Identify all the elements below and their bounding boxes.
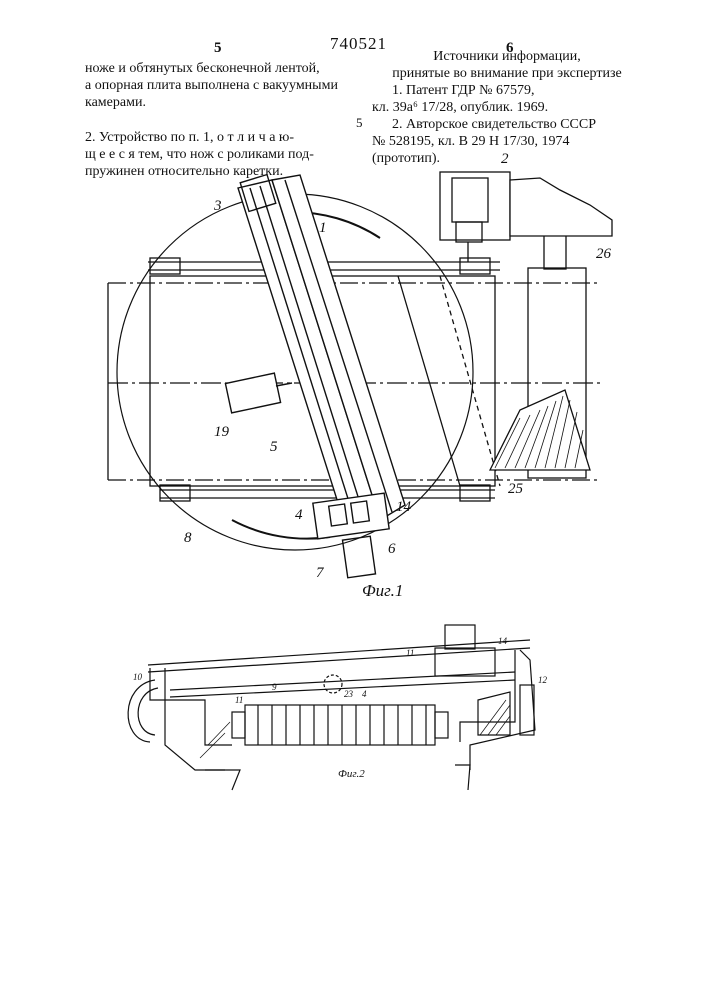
fig2-label-top: 11 <box>406 648 414 658</box>
fig2-label-23: 23 <box>344 689 354 699</box>
fig2-label-11: 11 <box>235 695 243 705</box>
fig2-label-4: 4 <box>362 689 367 699</box>
fig2-label-12: 12 <box>538 675 548 685</box>
fig2-label-10: 10 <box>133 672 143 682</box>
figure-2-caption: Фиг.2 <box>338 768 365 780</box>
fig2-label-14: 14 <box>498 636 508 646</box>
fig2-label-9: 9 <box>272 682 277 692</box>
